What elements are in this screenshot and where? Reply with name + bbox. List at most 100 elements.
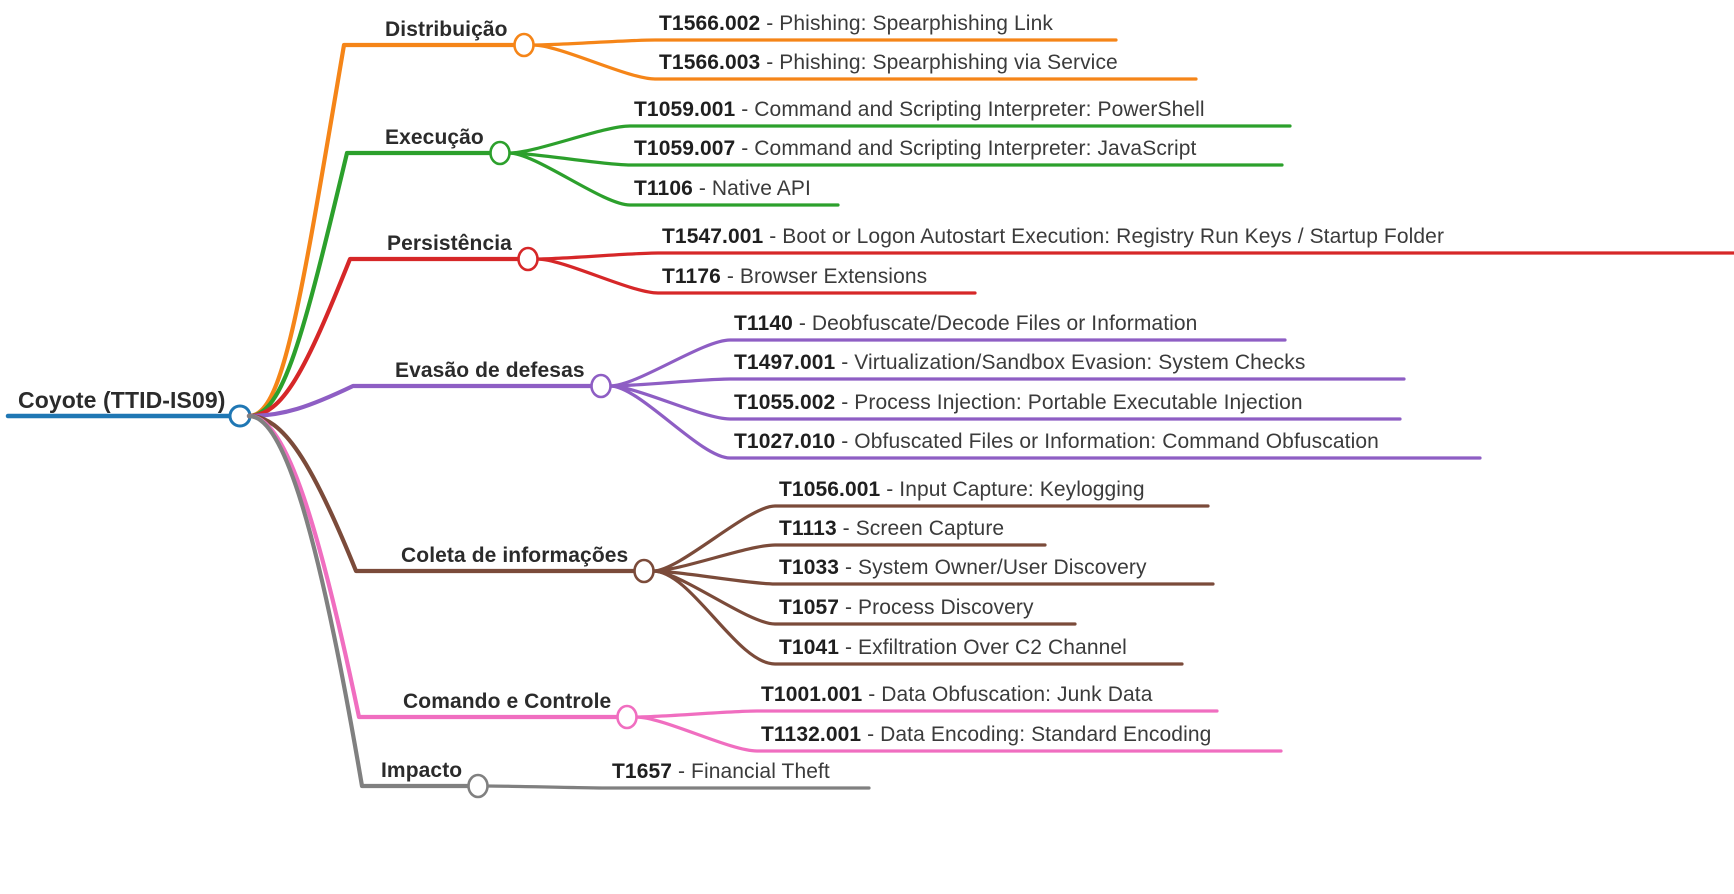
branch-label-0[interactable]: Distribuição <box>385 18 508 41</box>
branch-label-3[interactable]: Evasão de defesas <box>395 359 585 382</box>
technique-name: Data Obfuscation: Junk Data <box>881 683 1153 706</box>
technique-name: System Owner/User Discovery <box>858 556 1147 579</box>
technique-name: Data Encoding: Standard Encoding <box>880 723 1212 746</box>
technique-id: T1497.001 <box>734 351 836 374</box>
technique-name: Native API <box>711 177 811 200</box>
technique-id: T1547.001 <box>662 225 764 248</box>
technique-name: Screen Capture <box>855 517 1005 540</box>
branch-trunk <box>246 383 595 419</box>
branch-label-4[interactable]: Coleta de informações <box>401 544 629 567</box>
technique-id: T1059.001 <box>634 98 736 121</box>
leaf-connector <box>531 43 1198 81</box>
technique-name: Process Injection: Portable Executable I… <box>854 391 1303 414</box>
branch-node <box>517 246 539 272</box>
leaf-connector <box>651 543 1047 573</box>
leaf-label-4-0[interactable]: T1056.001 - Input Capture: Keylogging <box>779 478 1145 502</box>
leaf-label-4-3[interactable]: T1057 - Process Discovery <box>779 596 1034 620</box>
technique-name: Virtualization/Sandbox Evasion: System C… <box>854 351 1306 374</box>
branch-label-5[interactable]: Comando e Controle <box>403 690 612 713</box>
technique-name: Command and Scripting Interpreter: JavaS… <box>754 137 1197 160</box>
technique-id: T1001.001 <box>761 683 863 706</box>
leaf-connector <box>507 151 1284 167</box>
technique-separator: - <box>720 265 740 288</box>
technique-name: Obfuscated Files or Information: Command… <box>854 430 1379 453</box>
technique-name: Command and Scripting Interpreter: Power… <box>754 98 1205 121</box>
branch-node <box>616 704 638 730</box>
leaf-label-6-0[interactable]: T1657 - Financial Theft <box>612 760 830 784</box>
technique-id: T1027.010 <box>734 430 836 453</box>
technique-separator: - <box>839 636 859 659</box>
leaf-label-2-0[interactable]: T1547.001 - Boot or Logon Autostart Exec… <box>662 225 1444 249</box>
technique-name: Input Capture: Keylogging <box>899 478 1145 501</box>
branch-node <box>513 32 535 58</box>
technique-name: Phishing: Spearphishing Link <box>779 12 1053 35</box>
leaf-connector <box>485 784 871 790</box>
branch-3 <box>246 338 1482 460</box>
leaf-label-4-2[interactable]: T1033 - System Owner/User Discovery <box>779 556 1147 580</box>
technique-separator: - <box>835 391 855 414</box>
technique-separator: - <box>735 137 755 160</box>
leaf-connector <box>535 251 1734 261</box>
branch-label-6[interactable]: Impacto <box>381 759 463 782</box>
leaf-connector <box>535 257 977 295</box>
technique-separator: - <box>880 478 900 501</box>
leaf-connector <box>651 569 1215 586</box>
branch-2 <box>246 246 1734 419</box>
technique-name: Financial Theft <box>691 760 830 783</box>
technique-name: Phishing: Spearphishing via Service <box>779 51 1118 74</box>
branch-node <box>590 373 612 399</box>
technique-separator: - <box>839 596 859 619</box>
technique-separator: - <box>835 430 855 453</box>
technique-id: T1176 <box>662 265 721 288</box>
leaf-label-1-1[interactable]: T1059.007 - Command and Scripting Interp… <box>634 137 1197 161</box>
branch-node <box>489 140 511 166</box>
technique-name: Process Discovery <box>858 596 1034 619</box>
leaf-label-5-0[interactable]: T1001.001 - Data Obfuscation: Junk Data <box>761 683 1152 707</box>
technique-separator: - <box>692 177 712 200</box>
leaf-label-3-2[interactable]: T1055.002 - Process Injection: Portable … <box>734 391 1303 415</box>
technique-id: T1056.001 <box>779 478 881 501</box>
technique-name: Exfiltration Over C2 Channel <box>858 636 1127 659</box>
leaf-label-4-1[interactable]: T1113 - Screen Capture <box>779 517 1004 541</box>
technique-name: Browser Extensions <box>739 265 928 288</box>
branch-label-1[interactable]: Execução <box>385 126 484 149</box>
leaf-label-4-4[interactable]: T1041 - Exfiltration Over C2 Channel <box>779 636 1127 660</box>
technique-separator: - <box>861 723 881 746</box>
leaf-connector <box>507 124 1292 155</box>
leaf-label-0-0[interactable]: T1566.002 - Phishing: Spearphishing Link <box>659 12 1053 36</box>
technique-separator: - <box>836 517 856 540</box>
leaf-label-1-0[interactable]: T1059.001 - Command and Scripting Interp… <box>634 98 1205 122</box>
technique-id: T1132.001 <box>761 723 862 746</box>
technique-id: T1113 <box>779 517 837 540</box>
leaf-label-0-1[interactable]: T1566.003 - Phishing: Spearphishing via … <box>659 51 1118 75</box>
technique-id: T1140 <box>734 312 793 335</box>
technique-separator: - <box>792 312 812 335</box>
technique-id: T1059.007 <box>634 137 736 160</box>
leaf-connector <box>507 151 840 207</box>
technique-id: T1566.003 <box>659 51 761 74</box>
leaf-connector <box>651 504 1210 573</box>
leaf-connector <box>651 569 1184 666</box>
leaf-connector <box>608 384 1482 460</box>
leaf-label-3-1[interactable]: T1497.001 - Virtualization/Sandbox Evasi… <box>734 351 1305 375</box>
leaf-label-1-2[interactable]: T1106 - Native API <box>634 177 811 201</box>
leaf-label-5-1[interactable]: T1132.001 - Data Encoding: Standard Enco… <box>761 723 1211 747</box>
technique-separator: - <box>760 51 780 74</box>
leaf-label-2-1[interactable]: T1176 - Browser Extensions <box>662 265 927 289</box>
leaf-label-3-3[interactable]: T1027.010 - Obfuscated Files or Informat… <box>734 430 1379 454</box>
leaf-connector <box>634 709 1219 719</box>
branch-6 <box>246 413 871 799</box>
branch-trunk <box>246 413 472 789</box>
technique-separator: - <box>839 556 859 579</box>
technique-separator: - <box>862 683 882 706</box>
technique-id: T1106 <box>634 177 693 200</box>
branch-label-2[interactable]: Persistência <box>387 232 512 255</box>
branch-node <box>467 773 489 799</box>
technique-name: Boot or Logon Autostart Execution: Regis… <box>782 225 1445 248</box>
technique-name: Deobfuscate/Decode Files or Information <box>811 312 1198 335</box>
leaf-connector <box>531 38 1118 47</box>
leaf-connector <box>608 377 1406 388</box>
leaf-label-3-0[interactable]: T1140 - Deobfuscate/Decode Files or Info… <box>734 312 1197 336</box>
